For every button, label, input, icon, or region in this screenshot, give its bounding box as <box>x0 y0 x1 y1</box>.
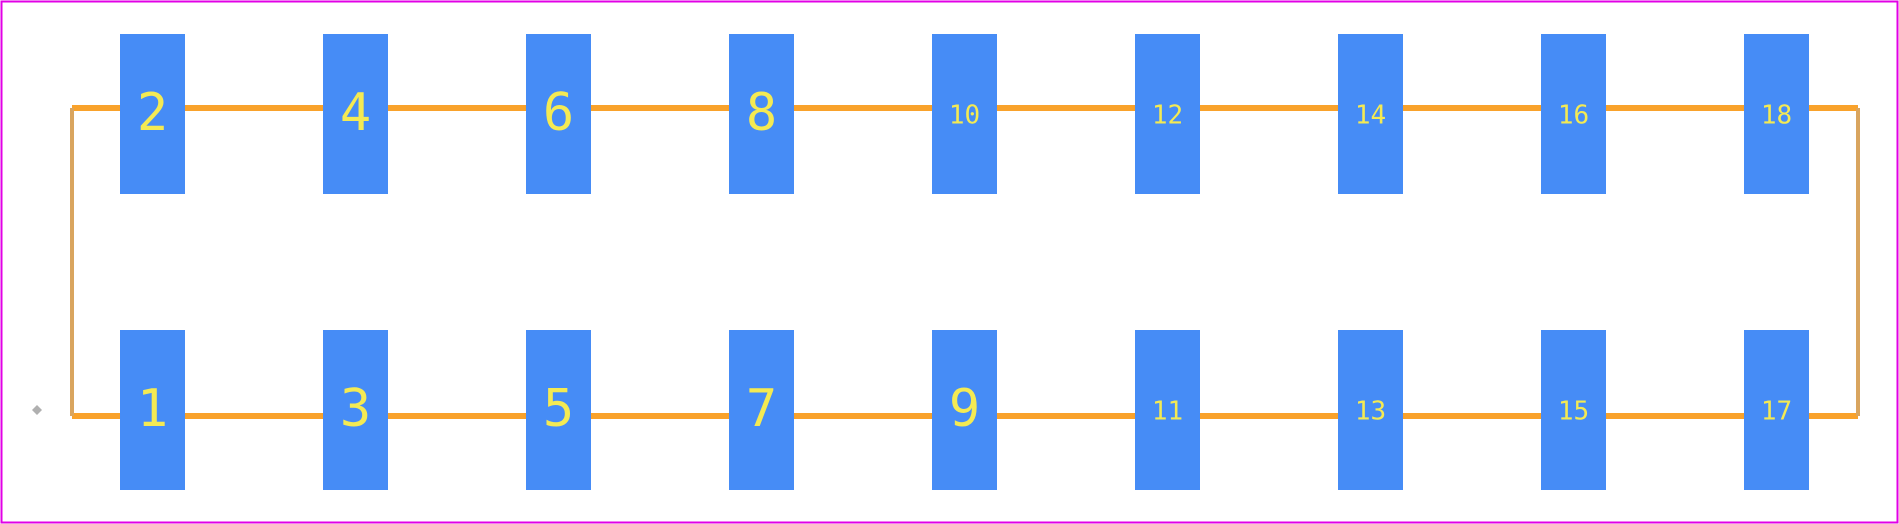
pad-12 <box>1135 34 1200 194</box>
pad-label-8: 8 <box>746 83 777 143</box>
pad-label-15: 15 <box>1558 397 1589 427</box>
pad-4 <box>323 34 388 194</box>
pad-label-17: 17 <box>1761 397 1792 427</box>
pad-label-12: 12 <box>1152 101 1183 131</box>
pad-11 <box>1135 330 1200 490</box>
pad-17 <box>1744 330 1809 490</box>
pad-9 <box>932 330 997 490</box>
pad-label-18: 18 <box>1761 101 1792 131</box>
pad-8 <box>729 34 794 194</box>
pad-13 <box>1338 330 1403 490</box>
pad-2 <box>120 34 185 194</box>
pad-label-6: 6 <box>543 83 574 143</box>
pad-3 <box>323 330 388 490</box>
pad-6 <box>526 34 591 194</box>
pad-1 <box>120 330 185 490</box>
pad-label-4: 4 <box>340 83 371 143</box>
pad-label-3: 3 <box>340 379 371 439</box>
pad-label-5: 5 <box>543 379 574 439</box>
pad-label-1: 1 <box>137 379 168 439</box>
pad-5 <box>526 330 591 490</box>
pad-14 <box>1338 34 1403 194</box>
pad-10 <box>932 34 997 194</box>
top-pad-row: 2 4 6 8 10 12 14 16 18 <box>120 34 1809 194</box>
pad-label-2: 2 <box>137 83 168 143</box>
pad-label-7: 7 <box>746 379 777 439</box>
pad-label-13: 13 <box>1355 397 1386 427</box>
pad-label-9: 9 <box>949 379 980 439</box>
pad-15 <box>1541 330 1606 490</box>
diamond-marker-icon <box>32 405 42 415</box>
pad-18 <box>1744 34 1809 194</box>
pad-label-11: 11 <box>1152 397 1183 427</box>
pad-label-14: 14 <box>1355 101 1386 131</box>
pad-label-16: 16 <box>1558 101 1589 131</box>
pad-label-10: 10 <box>949 101 980 131</box>
pad-7 <box>729 330 794 490</box>
pad-16 <box>1541 34 1606 194</box>
